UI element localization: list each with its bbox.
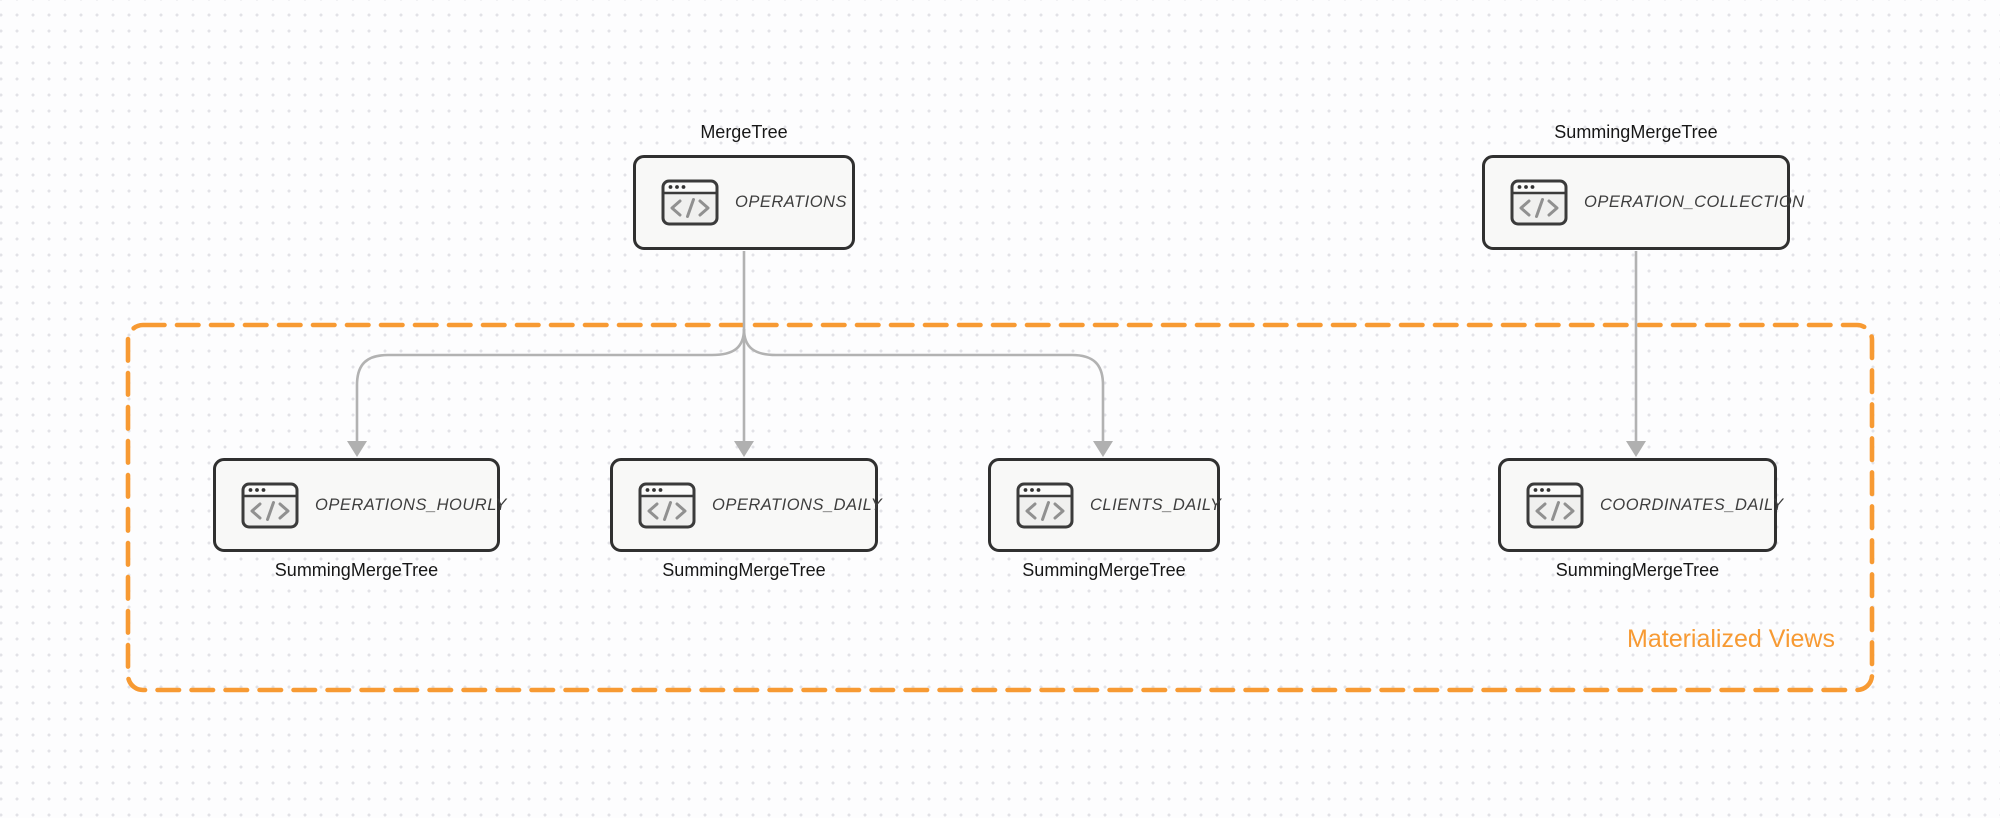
node-operations-hourly[interactable]: OPERATIONS_HOURLY [213,458,506,552]
arrowhead-coordinates-daily [1626,441,1646,457]
code-window-icon [1510,179,1568,226]
engine-label-operations: MergeTree [700,122,788,142]
node-coordinates-daily[interactable]: COORDINATES_DAILY [1498,458,1783,552]
code-window-icon [638,482,696,528]
table-name-operations-hourly: OPERATIONS_HOURLY [315,495,507,514]
engine-label-operations-daily: SummingMergeTree [662,560,826,580]
node-operations[interactable]: OPERATIONS [633,155,855,250]
arrowhead-operations-daily [734,441,754,457]
edge-operations-to-clients-daily [742,328,1105,441]
table-name-operations: OPERATIONS [735,193,847,211]
engine-label-coordinates-daily: SummingMergeTree [1555,560,1720,580]
table-name-clients-daily: CLIENTS_DAILY [1090,495,1222,514]
engine-label-clients-daily: SummingMergeTree [1022,560,1186,580]
code-window-icon [1526,482,1584,528]
engine-label-operations-hourly: SummingMergeTree [274,560,439,580]
code-window-icon [661,179,719,226]
node-operation-collection[interactable]: OPERATION_COLLECTION [1482,155,1804,250]
arrowhead-operations-hourly [347,441,367,457]
node-clients-daily[interactable]: CLIENTS_DAILY [988,458,1222,552]
arrowhead-clients-daily [1093,441,1113,457]
materialized-views-group-label: Materialized Views [1627,625,1835,653]
table-name-operations-daily: OPERATIONS_DAILY [712,495,883,514]
table-name-operation-collection: OPERATION_COLLECTION [1584,193,1805,211]
edge-operations-to-operations-hourly [355,328,746,441]
code-window-icon [1016,482,1074,528]
table-name-coordinates-daily: COORDINATES_DAILY [1600,495,1784,514]
code-window-icon [241,482,299,528]
node-operations-daily[interactable]: OPERATIONS_DAILY [610,458,882,552]
engine-label-operation-collection: SummingMergeTree [1554,122,1718,142]
